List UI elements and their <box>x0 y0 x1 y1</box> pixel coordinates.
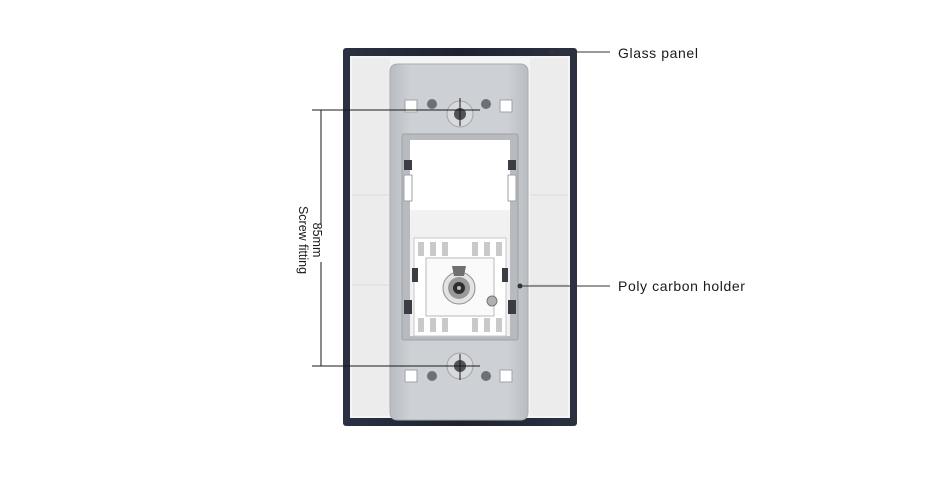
glass-panel-label: Glass panel <box>618 45 699 61</box>
dimension-value: 85mm <box>310 222 324 258</box>
tv-coax-socket-icon <box>442 266 498 307</box>
poly-carbon-holder-label: Poly carbon holder <box>618 278 746 294</box>
dimension-lines <box>312 98 480 380</box>
dimension-caption: Screw fitting <box>296 205 310 275</box>
glass-panel-marker <box>549 49 555 55</box>
callout-lines <box>520 51 610 287</box>
holder-marker <box>517 283 523 289</box>
